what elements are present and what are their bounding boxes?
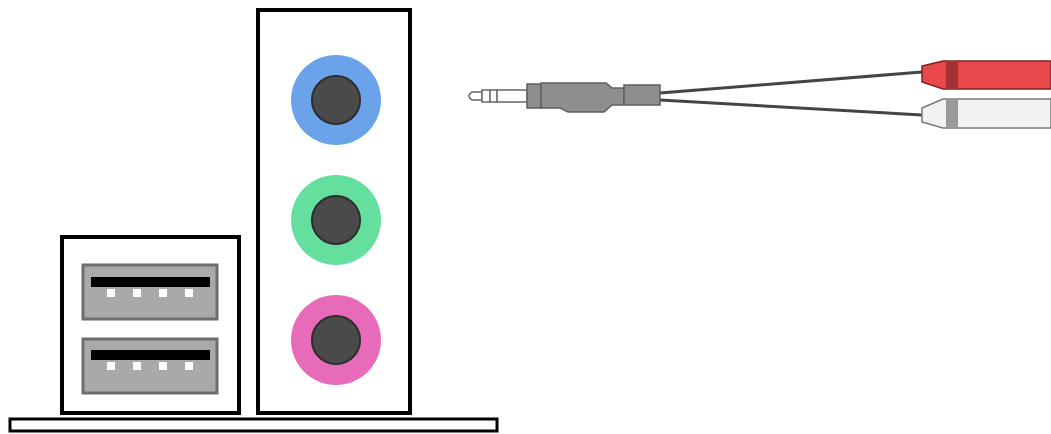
usb-port-tongue [91, 350, 210, 360]
audio-y-cable[interactable] [468, 60, 1051, 129]
usb-pin [107, 362, 115, 370]
rca-plug-white [921, 98, 1051, 129]
usb-pin [107, 289, 115, 297]
rca-red-band [946, 61, 958, 89]
plug-ring-2 [489, 89, 498, 103]
rca-white-band [946, 99, 958, 128]
cable-wire-red [659, 70, 923, 95]
cable-wire-white [659, 98, 923, 117]
usb-port-body [81, 263, 219, 321]
usb-port-top[interactable] [81, 263, 219, 321]
usb-pin [185, 289, 193, 297]
usb-port-body [81, 337, 219, 395]
plug-housing [540, 82, 625, 113]
audio-jack-hole [311, 75, 361, 125]
plug-tip [468, 91, 483, 101]
usb-port-bottom[interactable] [81, 337, 219, 395]
plug-collar [526, 83, 542, 109]
plug-ring-1 [481, 89, 491, 103]
usb-pin [159, 289, 167, 297]
plug-3-5mm [468, 82, 661, 113]
audio-jack-hole [311, 315, 361, 365]
rca-plug-red [921, 60, 1051, 90]
usb-pin [133, 362, 141, 370]
usb-pin-group [107, 289, 193, 297]
rca-white-body [921, 98, 1051, 129]
usb-pin [185, 362, 193, 370]
rca-red-body [921, 60, 1051, 90]
plug-sleeve [496, 89, 528, 103]
io-panel-base [8, 417, 499, 433]
audio-jack-mic[interactable] [291, 295, 381, 385]
audio-jack-hole [311, 195, 361, 245]
usb-pin [159, 362, 167, 370]
audio-jack-line-in[interactable] [291, 55, 381, 145]
usb-pin-group [107, 362, 193, 370]
usb-port-tongue [91, 277, 210, 287]
usb-pin [133, 289, 141, 297]
plug-strain-relief [623, 84, 661, 106]
audio-jack-line-out[interactable] [291, 175, 381, 265]
